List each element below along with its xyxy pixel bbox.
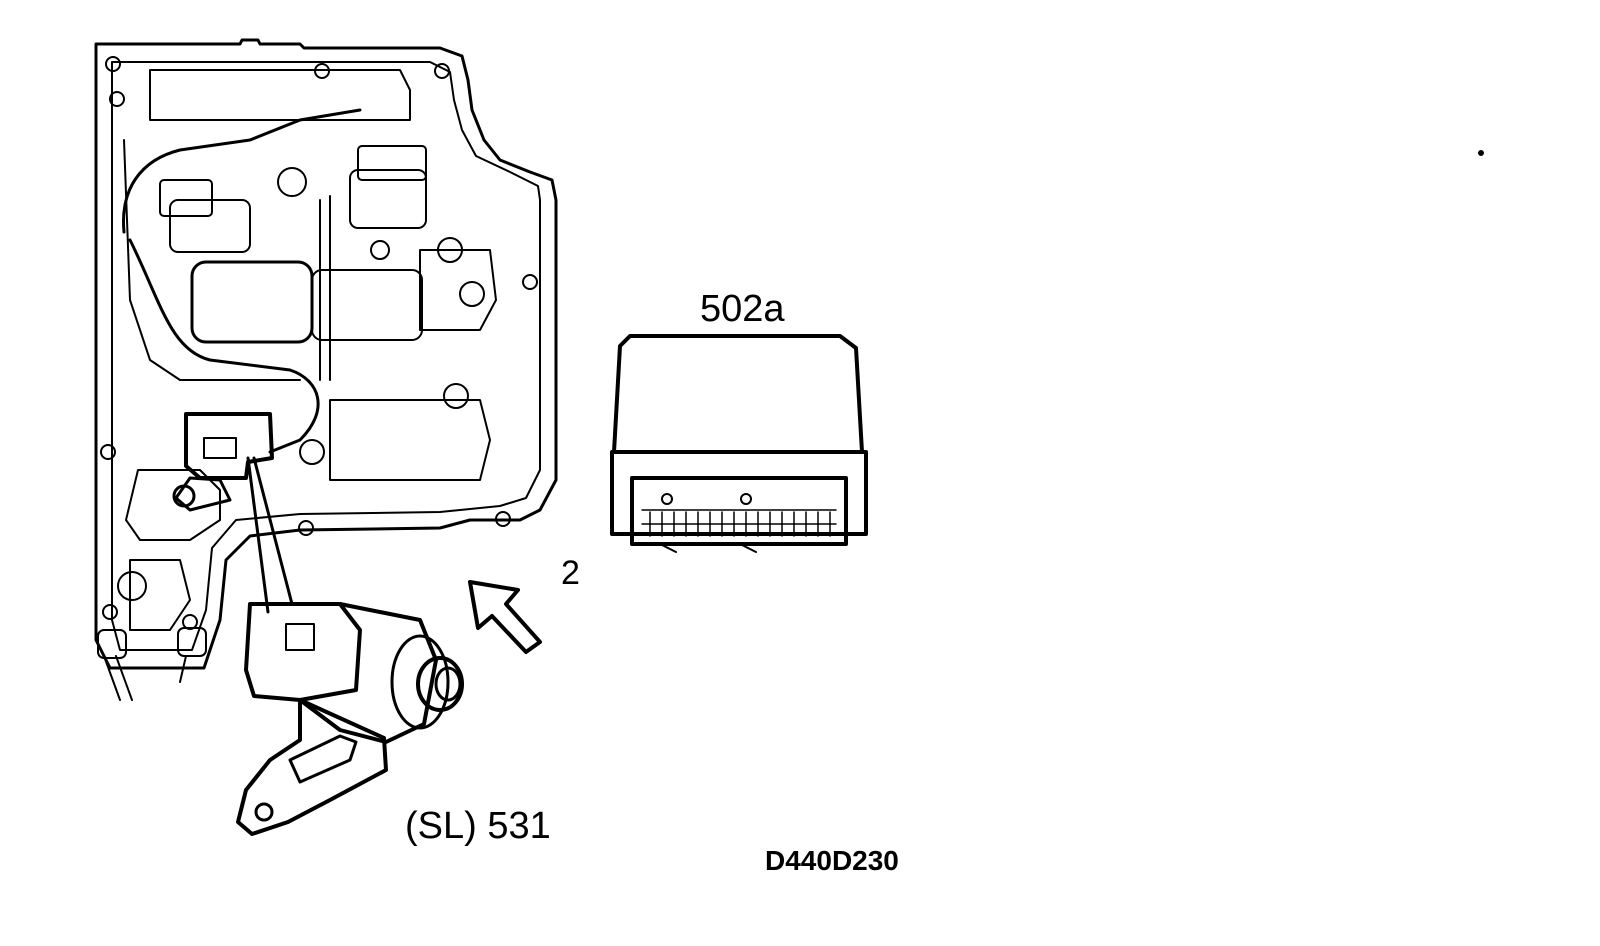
sl-solenoid-connector-on-body: [203, 437, 237, 459]
valve-body-gasket-outline: [94, 38, 558, 670]
view-arrow-label: 2: [561, 554, 580, 592]
sl-solenoid-enlarged: [236, 602, 464, 836]
center-solenoid-body: [190, 260, 314, 344]
upper-right-solenoid-connector: [357, 145, 427, 181]
leader-line: [252, 456, 294, 606]
sl-solenoid-on-valve-body: [184, 412, 274, 480]
bolt-hole: [109, 91, 125, 107]
sl-solenoid-housing: [298, 602, 438, 744]
harness-connectors: [97, 627, 207, 701]
plug: [299, 439, 325, 465]
leader-line: [246, 456, 270, 614]
sl-connector-latch: [285, 623, 315, 651]
control-module-top: [612, 334, 864, 454]
sl-solenoid-plunger: [416, 656, 464, 712]
connector-screw: [740, 493, 752, 505]
internal-channel: [129, 559, 191, 631]
view-arrow: [468, 580, 542, 654]
sl-solenoid-end-face: [390, 634, 450, 730]
control-module-label: 502a: [700, 288, 785, 330]
plug: [277, 167, 307, 197]
bolt-hole: [522, 274, 538, 290]
figure-reference: D440D230: [765, 845, 899, 876]
sl-solenoid-bracket: [236, 698, 388, 836]
upper-right-solenoid: [349, 169, 427, 229]
bolt-hole: [495, 511, 511, 527]
plug: [443, 383, 469, 409]
plug: [437, 237, 463, 263]
mount-bolt: [370, 240, 390, 260]
bolt-hole: [102, 604, 118, 620]
upper-solenoid-connector: [159, 179, 213, 217]
wiring-harness: [319, 195, 331, 381]
valve-body-inner-outline: [111, 61, 541, 651]
control-module: [610, 334, 868, 553]
sl-solenoid-plunger-tip: [434, 666, 462, 702]
sl-bracket-slot: [288, 734, 358, 784]
wiring-harness: [128, 238, 320, 454]
plug: [459, 281, 485, 307]
bolt-hole: [100, 444, 116, 460]
internal-channel: [419, 249, 497, 331]
sl-solenoid-connector: [244, 602, 362, 702]
internal-channel: [149, 69, 411, 121]
connector-screw: [661, 493, 673, 505]
right-solenoid-body: [311, 269, 423, 341]
sl-solenoid-bracket-on-body: [174, 476, 232, 512]
bolt-hole: [298, 520, 314, 536]
valve-body: [94, 38, 558, 701]
internal-channel: [125, 469, 221, 541]
bolt-hole: [434, 63, 450, 79]
upper-solenoid: [169, 199, 251, 253]
control-module-front: [610, 450, 868, 536]
plug: [117, 571, 147, 601]
solenoid-label: (SL) 531: [405, 805, 551, 847]
sl-bracket-mount-hole: [254, 802, 274, 822]
wiring-harness: [122, 108, 362, 234]
sl-bracket-bolt: [172, 484, 196, 508]
bolt-hole: [105, 56, 121, 72]
stray-dot: [1478, 150, 1484, 156]
internal-channel: [123, 139, 301, 381]
bolt-hole: [182, 614, 198, 630]
connector-pins: [641, 509, 837, 537]
control-module-feet: [659, 543, 757, 553]
internal-channel: [329, 399, 491, 481]
